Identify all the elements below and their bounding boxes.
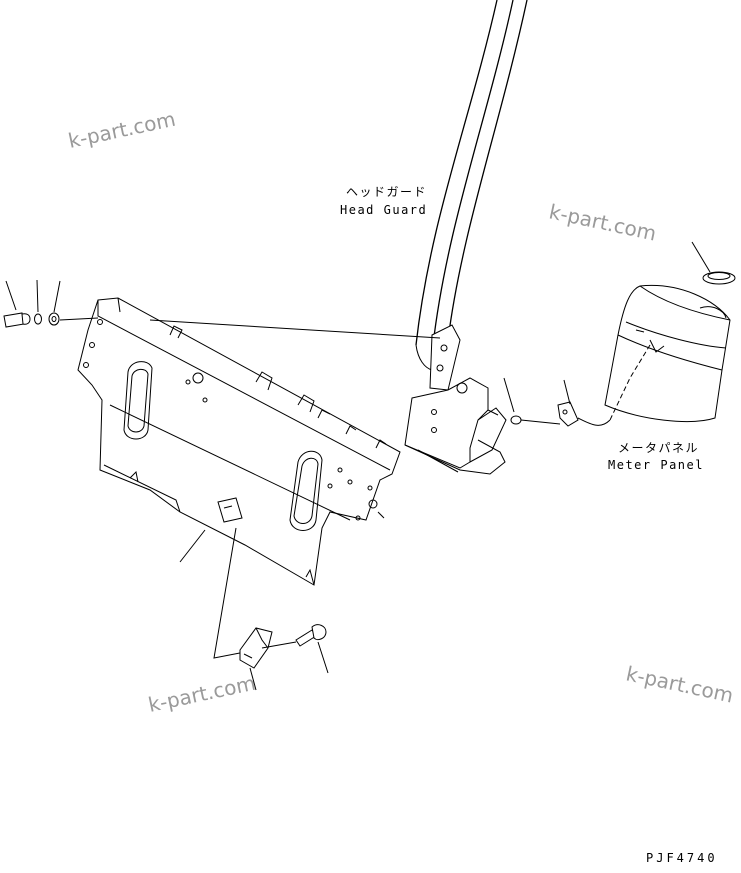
leader-line xyxy=(149,319,441,339)
small-bracket xyxy=(217,497,273,691)
meter-panel-label: メータパネル Meter Panel xyxy=(608,441,704,472)
head-guard-label: ヘッドガード Head Guard xyxy=(340,185,427,217)
watermark: k-part.com xyxy=(624,661,736,707)
meter-panel-label-jp: メータパネル xyxy=(618,441,699,455)
head-guard-label-en: Head Guard xyxy=(340,203,427,217)
head-guard-pillar xyxy=(404,0,528,475)
bolt-set-left xyxy=(3,279,99,328)
head-guard-label-jp: ヘッドガード xyxy=(346,185,427,199)
bolt-bottom xyxy=(261,624,329,674)
watermark: k-part.com xyxy=(66,107,178,153)
meter-panel-label-en: Meter Panel xyxy=(608,458,704,472)
watermark: k-part.com xyxy=(146,671,258,717)
front-panel xyxy=(77,297,401,586)
leader-line xyxy=(213,527,246,659)
clip-parts xyxy=(503,377,611,427)
watermark: k-part.com xyxy=(547,199,659,245)
meter-panel xyxy=(604,241,736,423)
leader-line xyxy=(179,529,206,563)
drawing-code: PJF4740 xyxy=(646,851,718,865)
